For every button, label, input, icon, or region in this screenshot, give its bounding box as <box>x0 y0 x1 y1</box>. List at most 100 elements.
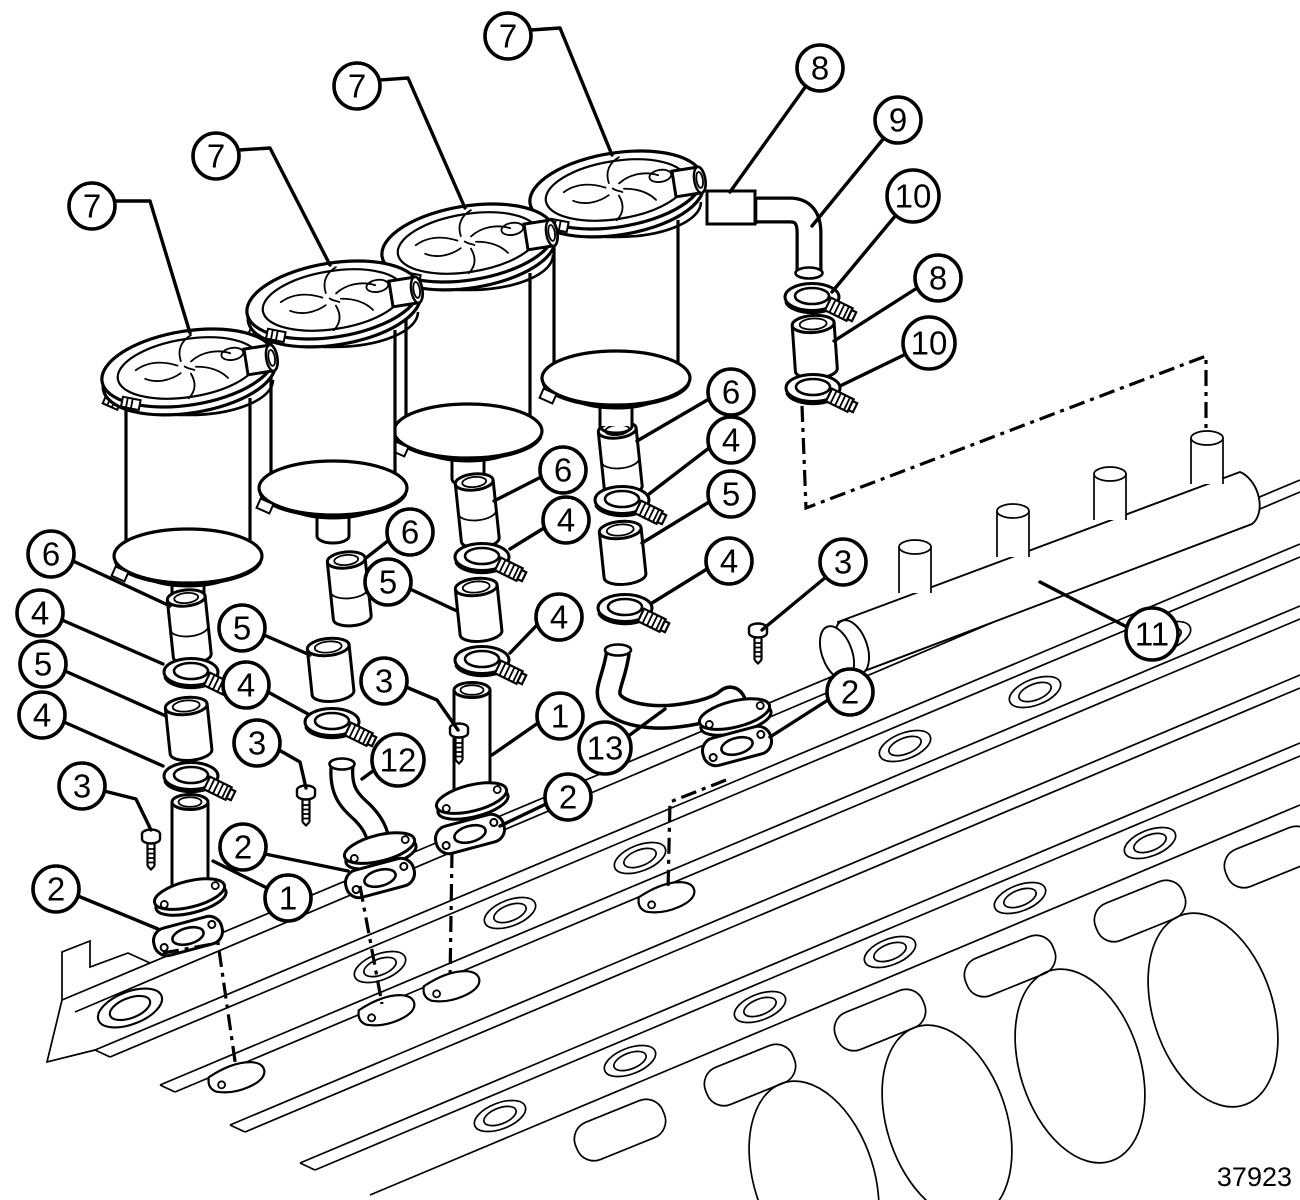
callout-10: 10 <box>838 315 957 388</box>
callout-4: 4 <box>221 660 310 716</box>
col3-stack <box>431 470 529 859</box>
callout-6: 6 <box>492 445 588 503</box>
callout-4-number: 4 <box>31 595 49 632</box>
callout-2-balloon <box>543 772 593 822</box>
callout-8: 8 <box>832 253 963 343</box>
clamp-4-col3-lower <box>453 645 529 688</box>
callout-3-balloon <box>232 718 282 768</box>
vent-pipe-1-col1 <box>149 793 231 923</box>
top-right-vent-group <box>705 189 860 416</box>
callout-9-leader <box>810 136 886 228</box>
callout-2-leader <box>498 802 548 828</box>
engine-block <box>45 479 1300 1200</box>
callout-3-number: 3 <box>73 768 91 805</box>
callout-7-number: 7 <box>207 138 225 175</box>
callout-7-balloon <box>191 131 241 181</box>
callout-5-balloon <box>217 603 267 653</box>
callout-7-balloon <box>67 181 117 231</box>
vent-hose-12 <box>328 757 421 877</box>
callout-4-balloon <box>534 592 584 642</box>
callout-5: 5 <box>18 639 168 718</box>
tube-5-col3 <box>452 574 505 645</box>
elbow-hose-9 <box>754 196 824 280</box>
callout-5-leader <box>408 587 459 613</box>
breather-canister-3 <box>376 193 561 486</box>
tube-6-col1 <box>164 586 214 668</box>
assembly-axis-2 <box>358 885 384 1005</box>
callout-4-number: 4 <box>33 697 51 734</box>
block-left-notch <box>61 939 151 1000</box>
callout-4: 4 <box>508 495 591 551</box>
callout-4: 4 <box>508 592 584 655</box>
callout-6: 6 <box>364 507 435 560</box>
callout-7: 7 <box>191 131 332 267</box>
callout-3: 3 <box>57 761 153 832</box>
callout-3-balloon <box>818 537 868 587</box>
breather-canister-1 <box>96 318 281 611</box>
callout-5: 5 <box>640 469 756 545</box>
callout-6-leader <box>364 538 391 560</box>
callout-4: 4 <box>15 588 165 666</box>
callout-3: 3 <box>760 537 868 632</box>
callout-3-number: 3 <box>375 663 393 700</box>
tube-5-col4 <box>596 517 649 588</box>
callout-10-number: 10 <box>895 178 932 215</box>
callout-5: 5 <box>217 603 312 657</box>
block-slots <box>568 819 1300 1168</box>
callout-9-number: 9 <box>889 102 907 139</box>
callout-5-number: 5 <box>379 564 397 601</box>
callout-2-leader <box>263 852 350 873</box>
callout-3-leader <box>760 575 828 632</box>
breather-hose-13 <box>595 643 776 743</box>
col4-stack <box>593 418 672 636</box>
callout-7-number: 7 <box>499 18 517 55</box>
callout-11-number: 11 <box>1135 616 1169 653</box>
callout-5: 5 <box>363 557 459 613</box>
callout-2-leader <box>76 894 160 931</box>
callout-1: 1 <box>490 691 585 757</box>
breather-canister-4 <box>524 140 709 433</box>
callout-4-balloon <box>541 495 591 545</box>
callout-13-number: 13 <box>587 730 624 767</box>
tube-5-col2 <box>304 634 357 705</box>
manifold-stub <box>898 430 1224 593</box>
drawing-number: 37923 <box>1217 1162 1292 1192</box>
callout-8-leader <box>728 84 808 194</box>
callout-5-balloon <box>706 469 756 519</box>
callout-4-balloon <box>706 415 756 465</box>
callout-4-number: 4 <box>237 667 255 704</box>
callout-8-balloon <box>795 43 845 93</box>
tube-6-col3 <box>452 470 502 552</box>
callout-7-number: 7 <box>348 68 366 105</box>
clamp-4-col3-upper <box>453 542 529 585</box>
clamp-4-col2 <box>303 707 379 750</box>
callout-11-leader <box>1038 580 1129 629</box>
callout-8-number: 8 <box>811 50 829 87</box>
callout-6-number: 6 <box>554 452 572 489</box>
breather-manifold-pipe <box>819 430 1261 681</box>
callout-6-balloon <box>26 529 76 579</box>
callout-1-balloon <box>263 873 313 923</box>
callout-2-balloon <box>31 864 81 914</box>
callout-5-balloon <box>18 639 68 689</box>
callout-4: 4 <box>17 690 165 768</box>
callout-2-leader <box>768 698 830 739</box>
callout-7-leader <box>113 199 192 335</box>
vent-pipe-1-col3 <box>431 681 513 827</box>
callout-3-leader <box>102 789 153 832</box>
callout-2-number: 2 <box>47 871 65 908</box>
callout-6-leader <box>71 559 172 608</box>
callout-10-leader <box>838 352 908 388</box>
callout-10-balloon <box>885 168 941 224</box>
breather-canister-2 <box>241 250 426 543</box>
callout-4-balloon <box>221 660 271 710</box>
callout-7: 7 <box>67 181 192 335</box>
callout-4-balloon <box>704 536 754 586</box>
callout-3-number: 3 <box>834 544 852 581</box>
callout-3: 3 <box>232 718 308 790</box>
callout-2: 2 <box>498 772 593 828</box>
callout-4: 4 <box>650 536 754 605</box>
callout-4-leader <box>508 526 546 551</box>
callout-5-number: 5 <box>722 476 740 513</box>
callout-1-leader <box>490 721 540 757</box>
